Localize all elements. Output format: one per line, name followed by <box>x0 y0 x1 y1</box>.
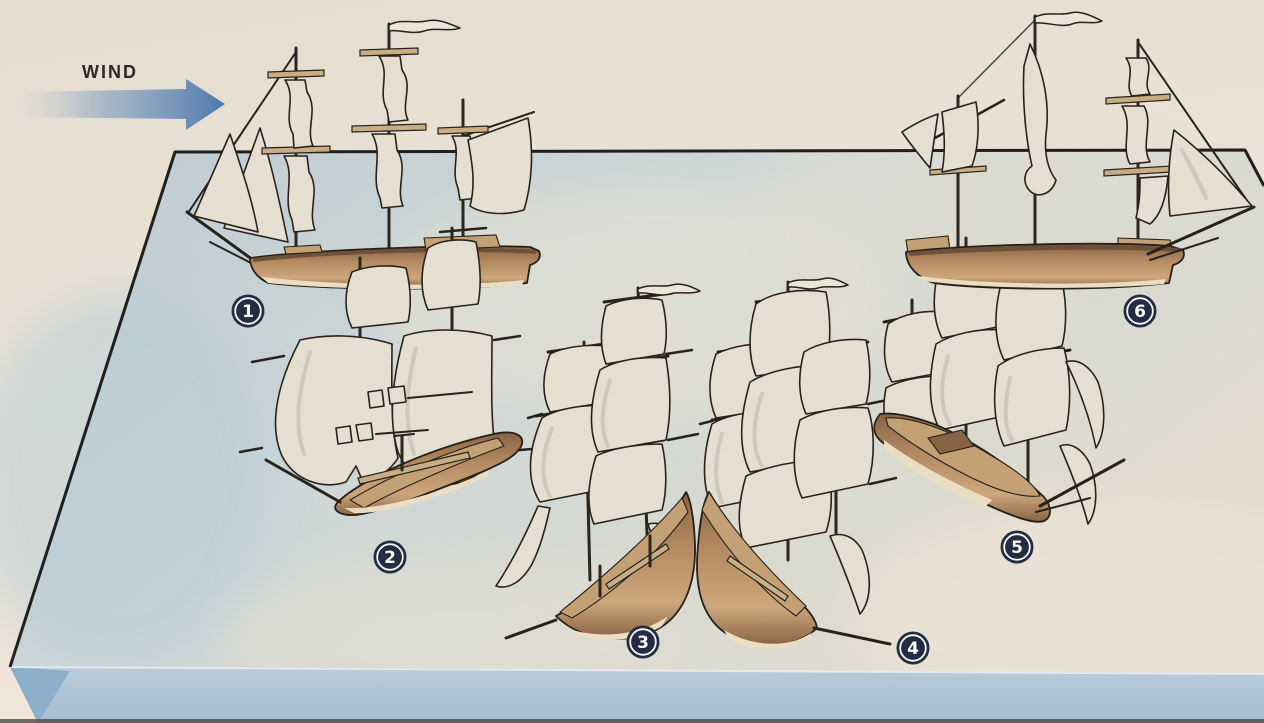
ship-1-luffing-sails <box>283 55 533 233</box>
ship-2-main-sails <box>274 329 497 486</box>
ship-5-deckhouse <box>927 429 975 455</box>
ship-2-hull <box>264 431 524 516</box>
ship-1-jib-sails <box>193 127 289 243</box>
ship-4 <box>696 277 898 649</box>
ship-4-pennant-flag <box>787 277 849 290</box>
ship-6-number: 6 <box>1134 302 1146 322</box>
photo-bottom-edge <box>0 719 1264 723</box>
ship-5-sails <box>883 247 1105 525</box>
ship-2-badge: 2 <box>373 540 407 574</box>
ship-5 <box>873 236 1126 525</box>
ship-3-hull <box>504 491 696 641</box>
ship-3-sails <box>495 297 700 591</box>
ship-4-sails <box>698 289 898 615</box>
water-cloud-patches <box>0 115 1264 723</box>
ship-3 <box>495 283 701 641</box>
ship-2 <box>238 226 546 516</box>
ship-6-pennant-flag <box>1034 11 1103 27</box>
ship-1-number: 1 <box>242 302 254 322</box>
ship-3-badge: 3 <box>626 625 660 659</box>
wind-arrow-icon <box>20 79 225 130</box>
ship-4-badge: 4 <box>896 631 930 665</box>
water-front-corner-shade <box>10 667 70 723</box>
ship-1-pennant-flag <box>388 19 461 34</box>
ship-6 <box>901 11 1256 290</box>
wind-label: WIND <box>82 62 138 82</box>
water-front-top-edge <box>9 666 1264 675</box>
ship-6-hull <box>905 205 1256 290</box>
ship-2-number: 2 <box>384 548 396 568</box>
ship-1-badge: 1 <box>231 294 265 328</box>
ship-5-hull <box>873 412 1126 523</box>
ship-4-number: 4 <box>907 639 919 659</box>
ship-5-number: 5 <box>1011 538 1023 558</box>
wind-legend: WIND <box>20 62 225 130</box>
water-top-outline <box>8 148 1264 668</box>
water-front-face <box>10 667 1264 723</box>
ship-2-topsails <box>345 239 481 329</box>
ship-3-pennant-flag <box>637 283 701 296</box>
ship-5-badge: 5 <box>1000 530 1034 564</box>
ship-3-number: 3 <box>637 633 649 653</box>
ship-6-badge: 6 <box>1123 294 1157 328</box>
ship-4-hull <box>696 490 892 649</box>
ship-6-sails <box>901 43 1253 225</box>
